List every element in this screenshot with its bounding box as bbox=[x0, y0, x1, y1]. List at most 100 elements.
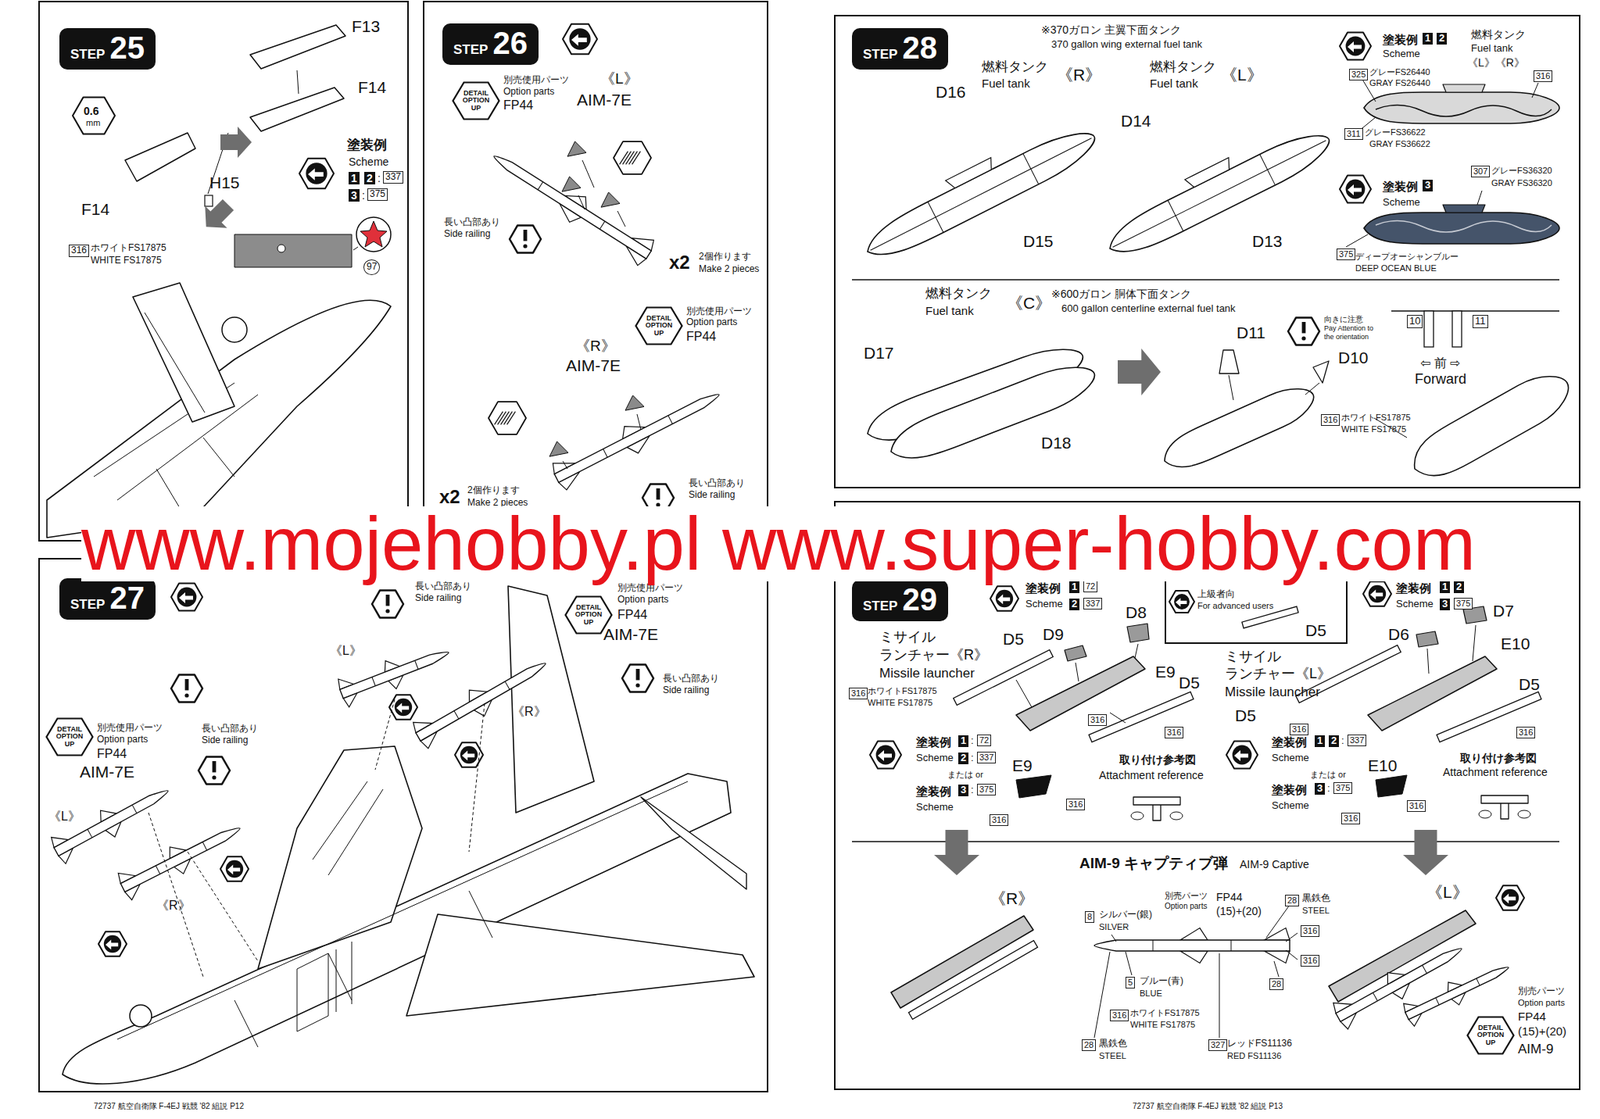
missile-drawing bbox=[410, 650, 553, 750]
annotation-text: 《R》 bbox=[1056, 65, 1102, 85]
missile-seam bbox=[1422, 965, 1428, 974]
callout-number: 1 bbox=[1069, 581, 1080, 594]
direction-arrow bbox=[934, 830, 980, 876]
annotation-text: 《R》 bbox=[511, 705, 547, 720]
watermark-text: www.mojehobby.pl www.super-hobby.com bbox=[81, 506, 1476, 582]
leader-line bbox=[1219, 953, 1221, 1039]
step-number: 29 bbox=[902, 582, 938, 617]
scheme-icon bbox=[1174, 594, 1190, 610]
pylon-part bbox=[1442, 204, 1486, 213]
annotation-text: D16 bbox=[935, 82, 967, 102]
fin-part bbox=[567, 141, 587, 157]
seat-part bbox=[221, 317, 247, 343]
missile-seam bbox=[537, 182, 543, 190]
callout-number: 2 bbox=[1436, 32, 1447, 45]
annotation-text: 塗装例 bbox=[916, 784, 952, 799]
annotation-text: AIM-9 bbox=[1517, 1041, 1554, 1058]
step-panel bbox=[834, 15, 1580, 488]
missile-body bbox=[1405, 963, 1511, 1020]
wing-left bbox=[257, 746, 423, 970]
annotation-text: : bbox=[970, 784, 974, 797]
annotation-text: Missile launcher bbox=[1224, 684, 1321, 701]
callout-number: 316 bbox=[1109, 1009, 1129, 1022]
annotation-text: : bbox=[1327, 783, 1331, 795]
scheme-hexagon bbox=[562, 24, 598, 54]
node-text: DETAIL OPTION UP bbox=[458, 89, 494, 112]
annotation-text: または or bbox=[947, 769, 984, 781]
callout-number: 1 bbox=[958, 735, 969, 748]
leader-line bbox=[562, 461, 568, 469]
annotation-text: 370 gallon wing external fuel tank bbox=[1051, 39, 1203, 51]
annotation-text: DEEP OCEAN BLUE bbox=[1355, 263, 1437, 274]
color-demarcation bbox=[1375, 220, 1552, 233]
step-panel bbox=[834, 501, 1580, 1090]
pylon-part bbox=[1184, 157, 1234, 190]
annotation-text: ディープオーシャンブルー bbox=[1355, 251, 1459, 262]
step-number: 28 bbox=[902, 30, 938, 65]
annotation-text: シルバー(銀) bbox=[1098, 909, 1153, 921]
step-number: 27 bbox=[109, 580, 145, 616]
panel-lines bbox=[117, 781, 688, 1048]
callout-number: 3 bbox=[348, 189, 360, 202]
missile-seam bbox=[1476, 978, 1480, 986]
annotation-text: D13 bbox=[1252, 232, 1283, 251]
step-number: 26 bbox=[492, 25, 528, 61]
annotation-text: グレーFS36622 bbox=[1364, 127, 1426, 138]
annotation-text: WHITE FS17875 bbox=[867, 697, 933, 709]
part-h15 bbox=[204, 195, 213, 207]
scheme-arrow bbox=[307, 168, 324, 180]
annotation-text: FP44 bbox=[1517, 1009, 1547, 1024]
pylon-11 bbox=[1452, 311, 1462, 348]
annotation-text: FP44 bbox=[617, 608, 648, 623]
fuel-tank-body bbox=[1403, 364, 1579, 489]
missile-seam bbox=[1435, 998, 1439, 1006]
annotation-text: E10 bbox=[1500, 634, 1530, 654]
leader-line bbox=[1285, 933, 1298, 942]
missile-seam bbox=[504, 681, 510, 690]
annotation-text: 2個作ります bbox=[467, 485, 520, 497]
annotation-text: Option parts bbox=[503, 86, 555, 98]
direction-arrow bbox=[195, 193, 240, 239]
annotation-text: GRAY FS36622 bbox=[1369, 139, 1431, 150]
annotation-text: D5 bbox=[1305, 621, 1327, 641]
fin-part bbox=[561, 176, 581, 192]
annotation-text: 《R》 bbox=[989, 889, 1035, 909]
annotation-text: WHITE FS17875 bbox=[90, 255, 162, 267]
scheme-hexagon bbox=[98, 931, 127, 956]
direction-arrow-shape bbox=[1403, 830, 1449, 876]
annotation-text: 黒鉄色 bbox=[1302, 893, 1331, 905]
annotation-text: : bbox=[970, 735, 974, 748]
annotation-text: Fuel tank bbox=[1471, 42, 1513, 55]
leader-line bbox=[468, 703, 485, 852]
warning-mark bbox=[211, 775, 216, 780]
scheme-arrow bbox=[178, 592, 194, 604]
scheme-hexagon bbox=[171, 583, 203, 612]
annotation-text: 向きに注意 bbox=[1324, 314, 1364, 325]
warning-mark bbox=[636, 669, 641, 681]
fuel-tank-drawing bbox=[884, 356, 1101, 470]
annotation-text: 燃料タンク bbox=[925, 286, 992, 302]
annotation-text: 長い凸部あり bbox=[201, 723, 258, 735]
fuel-tank-drawing bbox=[1157, 379, 1321, 477]
warning-mark bbox=[1302, 322, 1307, 333]
annotation-text: レッドFS11136 bbox=[1227, 1038, 1293, 1050]
scheme-arrow bbox=[1503, 894, 1516, 905]
annotation-text: D5 bbox=[1002, 629, 1024, 649]
annotation-text: 燃料タンク bbox=[1471, 28, 1526, 41]
callout-number: 375 bbox=[1333, 782, 1353, 795]
scheme-arrow bbox=[1175, 597, 1187, 607]
annotation-text: Missile launcher bbox=[879, 665, 975, 682]
scheme-arrow bbox=[1347, 41, 1362, 53]
missile-drawing bbox=[1094, 928, 1290, 964]
detail-hexagon: DETAIL OPTION UP bbox=[634, 306, 684, 346]
annotation-text: ホワイトFS17875 bbox=[90, 243, 167, 255]
annotation-text: 塗装例 bbox=[1395, 581, 1432, 595]
scheme-icon bbox=[394, 698, 412, 716]
missile-seam bbox=[155, 866, 160, 875]
leader-line bbox=[1125, 952, 1132, 976]
annotation-text: Scheme bbox=[1271, 800, 1310, 813]
callout-number: 10 bbox=[1406, 314, 1423, 329]
warning-hexagon bbox=[622, 665, 654, 693]
intake-lines bbox=[297, 941, 352, 1032]
annotation-text: (15)+(20) bbox=[1216, 905, 1262, 918]
